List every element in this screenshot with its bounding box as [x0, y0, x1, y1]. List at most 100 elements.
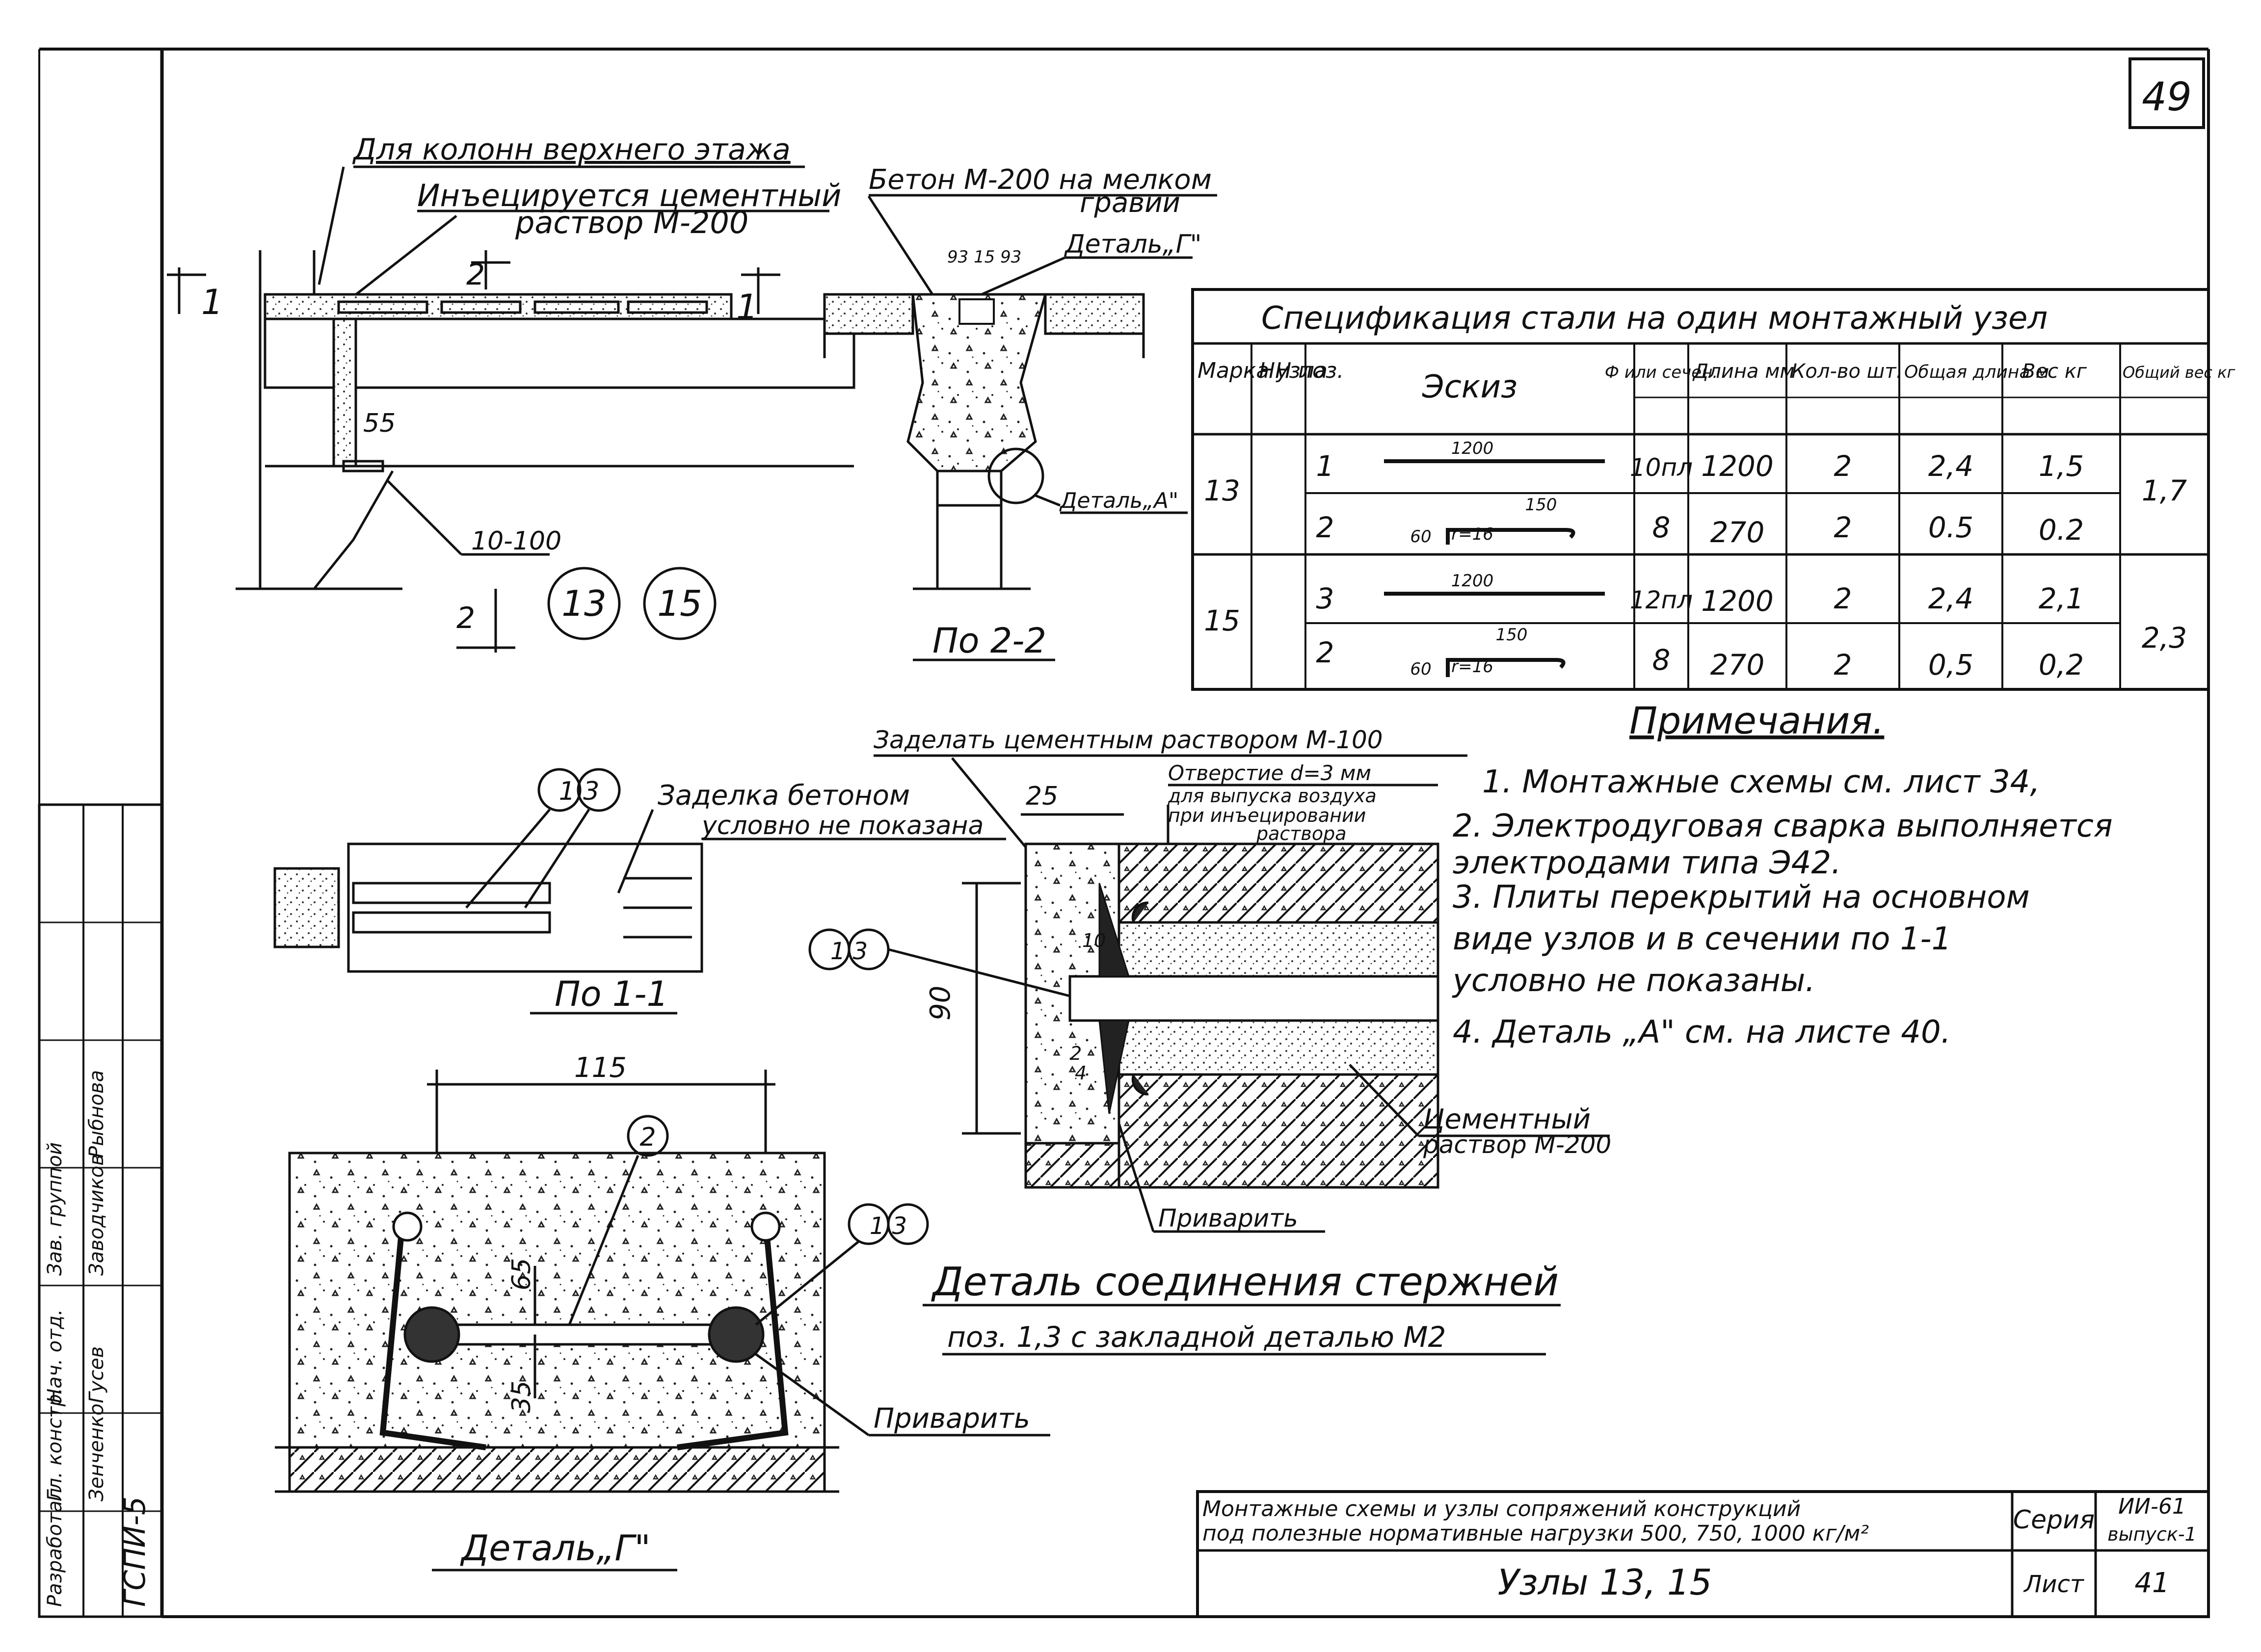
label-concrete-1: Бетон М-200 на мелком	[869, 164, 1212, 196]
cell-totlen-r4: 0,5	[1928, 648, 1973, 682]
section-2-2: Бетон М-200 на мелком гравии 93 15 93 Де…	[823, 164, 1217, 661]
node-13-label: 13	[561, 583, 607, 624]
mark-1-left: 1	[201, 282, 223, 322]
stamp-name-1: Зенченко	[85, 1404, 108, 1501]
dim-10-100: 10-100	[471, 526, 561, 556]
cell-qty-r2: 2	[1834, 511, 1852, 544]
section-2-2-caption: По 2-2	[932, 621, 1046, 661]
detail-g-markers: 1 3	[870, 1212, 907, 1240]
cell-wt-r2: 0.2	[2039, 513, 2084, 547]
connection-caption: Деталь соединения стержней поз. 1,3 с за…	[923, 1259, 1561, 1356]
cell-sketch-dim-r4: 150	[1496, 625, 1528, 645]
hdr-length: Длина мм	[1692, 360, 1795, 383]
dim-55: 55	[363, 409, 396, 438]
spec-title: Спецификация стали на один монтажный узе…	[1261, 300, 2048, 337]
sheet-number-box: 49	[2128, 57, 2205, 129]
sheet-label: Лист	[2023, 1571, 2085, 1598]
section-2-2-dims: 93 15 93	[947, 247, 1021, 267]
stamp-role-1: Разработал	[44, 1488, 66, 1607]
hdr-node: Марка узла	[1197, 358, 1328, 383]
note-6: условно не показаны.	[1452, 963, 1815, 999]
title-desc-1: Монтажные схемы и узлы сопряжений констр…	[1202, 1496, 1801, 1521]
hdr-pos: НН поз.	[1259, 358, 1344, 383]
label-inject-1: Инъецируется цементный	[417, 178, 841, 213]
label-cement-1: Цементный	[1423, 1103, 1591, 1135]
marker-2: 2	[639, 1123, 656, 1152]
drawing-title: Узлы 13, 15	[1498, 1562, 1712, 1603]
dim-65: 65	[507, 1258, 536, 1290]
series-label: Серия	[2013, 1505, 2095, 1535]
label-seal-2: условно не показана	[701, 811, 984, 840]
cell-qty-r1: 2	[1834, 449, 1852, 483]
cell-qty-r3: 2	[1834, 582, 1852, 615]
cell-sketch-extra-r2: 60	[1410, 527, 1431, 547]
label-weld-a: Приварить	[1158, 1204, 1298, 1232]
note-3: электродами типа Э42.	[1453, 845, 1841, 881]
cell-total-13: 1,7	[2142, 474, 2187, 507]
cell-qty-r4: 2	[1834, 648, 1852, 682]
hdr-weight: Вес кг	[2022, 360, 2087, 383]
stamp-role-4: Зав. группой	[44, 1142, 66, 1276]
label-concrete-2: гравии	[1080, 187, 1180, 219]
cell-sketch-dim-r3: 1200	[1451, 571, 1494, 591]
stamp-name-3: Заводчиков	[85, 1154, 108, 1276]
stamp-name-4: Рыбнова	[85, 1070, 108, 1158]
cell-pos-r4: 2	[1316, 636, 1334, 669]
sec-1-1-markers: 1 3	[559, 777, 600, 806]
cell-len-r2: 270	[1710, 516, 1765, 549]
series-value: ИИ-61	[2118, 1494, 2186, 1519]
cell-totlen-r3: 2,4	[1928, 582, 1973, 615]
cell-dia-r3: 12пл	[1630, 586, 1693, 614]
label-detail-g: Деталь„Г"	[1064, 230, 1201, 259]
cell-node-13: 13	[1204, 474, 1240, 507]
cell-totlen-r2: 0.5	[1928, 511, 1973, 544]
cell-node-15: 15	[1204, 604, 1240, 637]
title-desc-2: под полезные нормативные нагрузки 500, 7…	[1202, 1521, 1869, 1546]
note-7: 4. Деталь „А" см. на листе 40.	[1453, 1014, 1951, 1050]
label-seal-cement: Заделать цементным раствором М-100	[874, 726, 1383, 754]
mark-2-top: 2	[466, 258, 485, 292]
sketch-bars	[1384, 459, 1605, 677]
note-4: 3. Плиты перекрытий на основном	[1453, 879, 2030, 916]
cell-dia-r4: 8	[1652, 643, 1671, 677]
detail-g: 115 65 35 2 1 3 Приварить Деталь„Г"	[275, 1052, 1050, 1572]
section-1-1-caption: По 1-1	[555, 974, 668, 1014]
detail-a: Заделать цементным раствором М-100 Отвер…	[808, 726, 1611, 1233]
cell-total-15: 2,3	[2142, 621, 2187, 655]
dim-90: 90	[925, 986, 957, 1021]
detail-a-markers: 1 3	[830, 938, 868, 965]
mark-1-right: 1	[736, 287, 758, 327]
notes: Примечания. 1. Монтажные схемы см. лист …	[1452, 699, 2113, 1050]
cell-wt-r3: 2,1	[2039, 582, 2084, 615]
label-detail-a: Деталь„А"	[1059, 488, 1178, 513]
side-stamp: ГСПИ-5 Разработал Гл. констр. Нач. отд. …	[38, 803, 163, 1618]
stamp-role-3: Нач. отд.	[44, 1309, 66, 1403]
label-hole-4: раствора	[1256, 823, 1347, 844]
cell-pos-r3: 3	[1316, 582, 1334, 615]
cell-sketch-dim-r1: 1200	[1451, 439, 1494, 458]
cell-sketch-r-r2: r=16	[1451, 524, 1493, 544]
connection-caption-2: поз. 1,3 с закладной деталью М2	[947, 1320, 1446, 1354]
dim-115: 115	[574, 1052, 627, 1084]
note-5: виде узлов и в сечении по 1-1	[1453, 921, 1951, 957]
dim-2: 2	[1070, 1043, 1082, 1064]
hdr-qty: Кол-во шт.	[1791, 360, 1902, 383]
cell-dia-r1: 10пл	[1630, 453, 1693, 482]
note-2: 2. Электродуговая сварка выполняется	[1453, 808, 2113, 844]
spec-table: Спецификация стали на один монтажный узе…	[1191, 288, 2235, 691]
dim-10: 10	[1082, 930, 1106, 951]
dim-35: 35	[507, 1381, 536, 1413]
title-block: Монтажные схемы и узлы сопряжений констр…	[1196, 1490, 2210, 1618]
connection-caption-1: Деталь соединения стержней	[931, 1259, 1559, 1305]
cell-pos-r2: 2	[1316, 511, 1334, 544]
node-15-label: 15	[657, 583, 702, 624]
cell-dia-r2: 8	[1652, 511, 1671, 544]
notes-title: Примечания.	[1629, 699, 1884, 742]
detail-g-caption: Деталь„Г"	[460, 1527, 651, 1569]
sheet-value: 41	[2134, 1567, 2169, 1599]
section-1-1: Заделка бетоном условно не показана 1 3 …	[273, 768, 1006, 1015]
dim-4: 4	[1075, 1062, 1087, 1084]
sheet-number: 49	[2142, 74, 2192, 120]
dim-25: 25	[1026, 782, 1058, 811]
